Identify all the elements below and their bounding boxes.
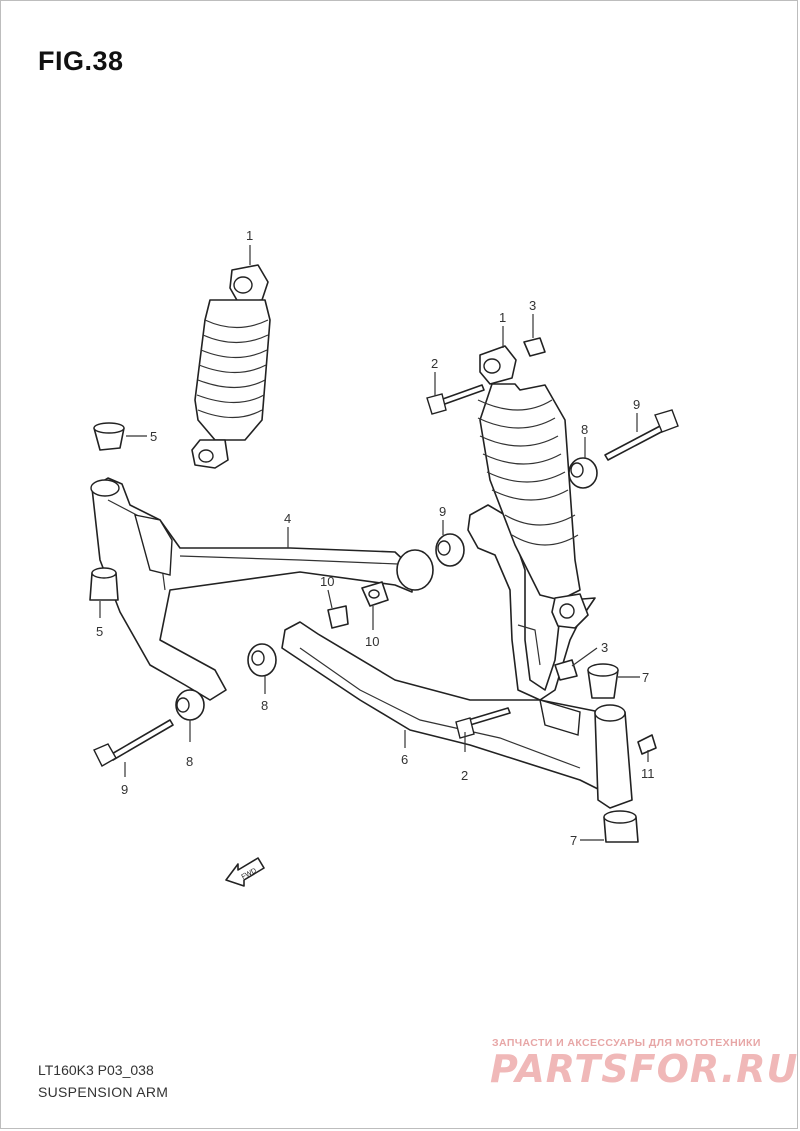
callout-10-right: 10 [365, 634, 379, 649]
callout-2-upper: 2 [431, 356, 438, 371]
lower-suspension-arm [281, 621, 633, 809]
callout-9-left: 9 [121, 782, 128, 797]
callout-1-left: 1 [246, 228, 253, 243]
bushing-5-lower-top [91, 567, 117, 579]
leader-lines [99, 245, 649, 841]
fwd-direction-arrow: FWD [225, 857, 265, 887]
nut-10-right-hole [368, 589, 380, 599]
bolt-9-left [109, 719, 174, 761]
nut-10-left [327, 605, 349, 629]
collar-8-right-hole [570, 462, 584, 478]
callout-5-lower: 5 [96, 624, 103, 639]
bushing-7-upper-top [587, 663, 619, 677]
figure-title: FIG.38 [38, 46, 124, 76]
bolt-9-right [604, 424, 666, 461]
bolt-2-lower-head [455, 717, 475, 739]
nut-3-upper [523, 337, 546, 357]
nut-3-lower [554, 659, 578, 681]
callout-3-upper: 3 [529, 298, 536, 313]
callout-8-left-lower: 8 [186, 754, 193, 769]
callout-4: 4 [284, 511, 291, 526]
callout-3-lower: 3 [601, 640, 608, 655]
callout-2-lower: 2 [461, 768, 468, 783]
callout-7-lower: 7 [570, 833, 577, 848]
callout-8-right: 8 [581, 422, 588, 437]
grease-nipple-11 [637, 734, 657, 755]
callout-11: 11 [641, 766, 655, 781]
upper-suspension-arm [90, 477, 413, 701]
model-code: LT160K3 P03_038 [38, 1062, 154, 1078]
callout-1-right: 1 [499, 310, 506, 325]
callout-5-upper: 5 [150, 429, 157, 444]
bushing-center [396, 549, 434, 591]
bolt-9-left-head [93, 743, 117, 767]
callout-10-left: 10 [320, 574, 334, 589]
shock-absorber-left [191, 264, 271, 469]
bushing-5-upper-top [93, 422, 125, 434]
collar-9-center-hole [437, 540, 451, 556]
bolt-9-right-head [654, 409, 679, 433]
watermark-tagline: ЗАПЧАСТИ И АКСЕССУАРЫ ДЛЯ МОТОТЕХНИКИ [492, 1037, 761, 1049]
bolt-2-upper [439, 384, 485, 406]
bolt-2-upper-head [426, 393, 447, 415]
callout-9-right: 9 [633, 397, 640, 412]
callout-8-left-upper: 8 [261, 698, 268, 713]
callout-6: 6 [401, 752, 408, 767]
collar-8-lower-left-hole [176, 697, 190, 713]
callout-7-upper: 7 [642, 670, 649, 685]
bushing-7-lower-top [603, 810, 637, 824]
section-title: SUSPENSION ARM [38, 1084, 169, 1100]
watermark-logo: PARTSFOR.RU [490, 1047, 799, 1091]
shock-absorber-right [477, 345, 589, 629]
callout-9-center: 9 [439, 504, 446, 519]
collar-8-upper-left-hole [251, 650, 265, 666]
